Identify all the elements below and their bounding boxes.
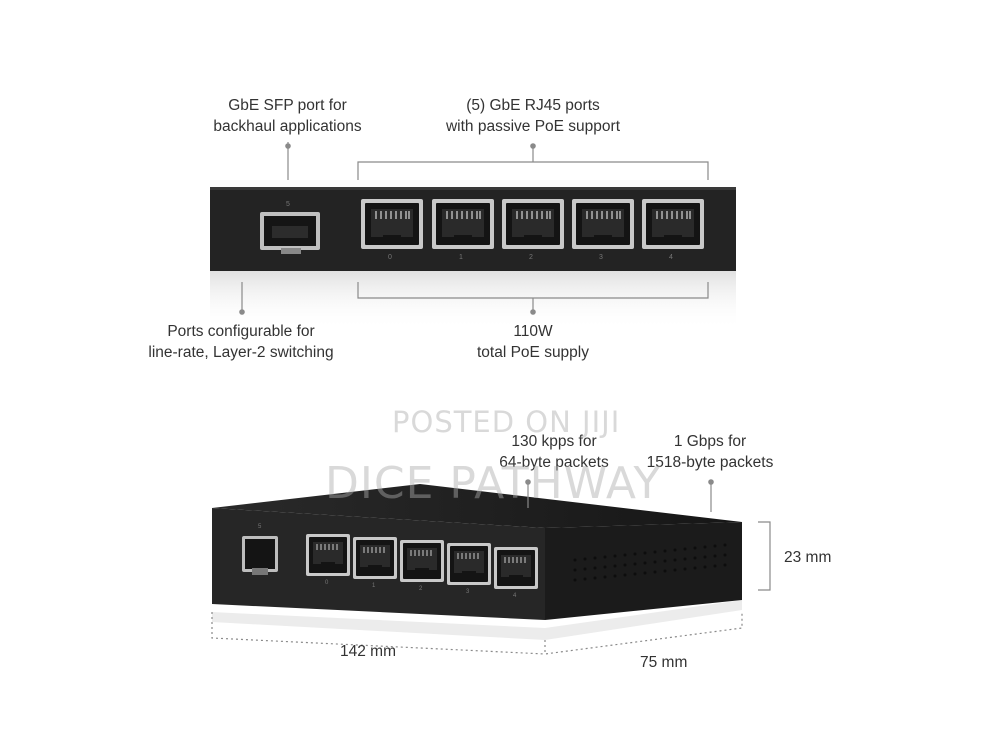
port-number-3: 3 <box>599 254 603 261</box>
width-dimension: 142 mm <box>340 643 396 660</box>
gbps-callout: 1 Gbps for 1518-byte packets <box>632 431 788 473</box>
angled-port-number-2: 2 <box>419 586 423 592</box>
sfp-port-angled <box>242 536 278 575</box>
rj45-callout-line2: with passive PoE support <box>445 118 621 135</box>
poe-callout-line1: 110W <box>513 323 553 340</box>
height-dimension: 23 mm <box>784 549 832 566</box>
sfp-callout-line2: backhaul applications <box>213 118 362 135</box>
rj45-ports <box>360 198 705 250</box>
sfp-callout-line1: GbE SFP port for <box>228 97 347 114</box>
port-number-1: 1 <box>459 254 463 261</box>
poe-callout-line2: total PoE supply <box>476 344 589 361</box>
kpps-callout: 130 kpps for 64-byte packets <box>480 431 628 473</box>
angled-view-device <box>212 484 742 640</box>
angled-port-number-3: 3 <box>466 589 470 595</box>
switching-callout: Ports configurable for line-rate, Layer-… <box>130 321 352 363</box>
rj45-callout-line1: (5) GbE RJ45 ports <box>466 97 600 114</box>
angled-port-number-4: 4 <box>513 593 517 599</box>
sfp-port <box>260 212 320 254</box>
port-number-2: 2 <box>529 254 533 261</box>
callout-lines-top <box>239 142 709 315</box>
angled-port-number-1: 1 <box>372 583 376 589</box>
watermark-line2: DICE PATHWAY <box>325 458 662 509</box>
sfp-port-number-angled: 5 <box>258 524 262 530</box>
sfp-callout: GbE SFP port for backhaul applications <box>195 95 380 137</box>
angled-port-number-0: 0 <box>325 580 329 586</box>
switching-callout-line2: line-rate, Layer-2 switching <box>148 344 334 361</box>
port-number-0: 0 <box>388 254 392 261</box>
switching-callout-line1: Ports configurable for <box>167 323 315 340</box>
front-view-device <box>210 187 736 330</box>
poe-callout: 110W total PoE supply <box>455 321 611 363</box>
depth-dimension: 75 mm <box>640 654 688 671</box>
kpps-callout-line2: 64-byte packets <box>499 454 609 471</box>
port-number-4: 4 <box>669 254 673 261</box>
dimension-lines <box>211 479 771 655</box>
kpps-callout-line1: 130 kpps for <box>511 433 597 450</box>
sfp-port-number: 5 <box>286 201 290 208</box>
gbps-callout-line2: 1518-byte packets <box>646 454 774 471</box>
watermark-line1: POSTED ON JIJI <box>392 405 621 439</box>
rj45-callout: (5) GbE RJ45 ports with passive PoE supp… <box>425 95 641 137</box>
gbps-callout-line1: 1 Gbps for <box>673 433 747 450</box>
